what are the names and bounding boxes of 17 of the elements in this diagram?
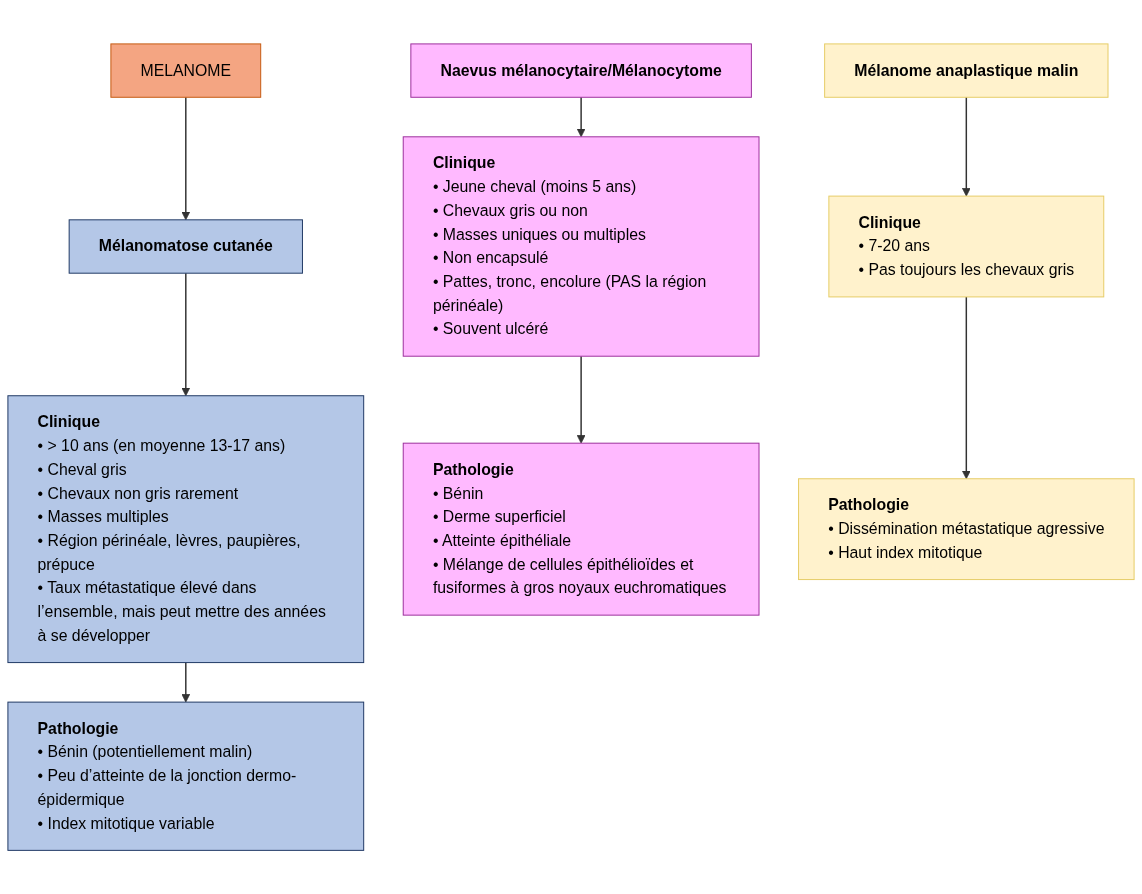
node-box [7, 395, 365, 663]
arrow [961, 296, 971, 479]
arrow [576, 96, 586, 138]
node-box [68, 219, 303, 274]
node-box [110, 43, 262, 98]
arrow [181, 272, 191, 396]
node-box [7, 701, 365, 851]
node-box [824, 43, 1109, 98]
arrow [181, 96, 191, 221]
arrow [961, 96, 971, 197]
node-box [402, 136, 760, 357]
node-box [410, 43, 752, 98]
arrow [576, 355, 586, 444]
node-box [798, 478, 1135, 580]
node-box [402, 442, 760, 616]
node-box [828, 195, 1105, 298]
arrow [181, 661, 191, 703]
